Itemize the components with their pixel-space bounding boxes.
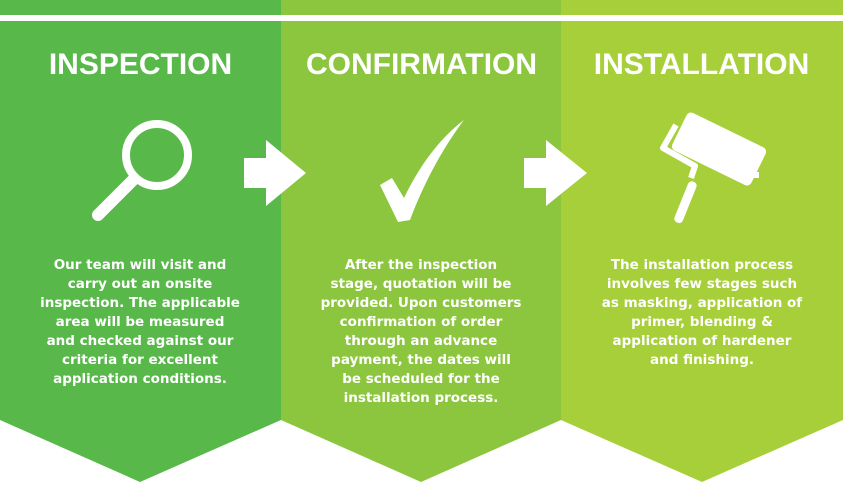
checkmark-icon bbox=[380, 120, 464, 222]
top-bar-3 bbox=[561, 0, 843, 15]
paint-roller-icon bbox=[660, 112, 767, 224]
stage-title-installation: INSTALLATION bbox=[593, 48, 810, 81]
arrow-right-icon bbox=[244, 140, 306, 206]
magnifier-icon bbox=[92, 120, 192, 221]
panel-3 bbox=[561, 21, 843, 482]
stage-description-inspection: Our team will visit and carry out an ons… bbox=[40, 257, 240, 387]
stage-title-confirmation: CONFIRMATION bbox=[305, 48, 538, 81]
stage-title-inspection: INSPECTION bbox=[48, 48, 233, 81]
panel-2 bbox=[281, 21, 561, 482]
stage-description-installation: The installation process involves few st… bbox=[601, 257, 803, 368]
stage-description-confirmation: After the inspection stage, quotation wi… bbox=[320, 257, 522, 406]
panel-1 bbox=[0, 21, 281, 482]
top-bar-2 bbox=[281, 0, 561, 15]
arrow-right-icon bbox=[524, 140, 587, 206]
top-bar-1 bbox=[0, 0, 281, 15]
